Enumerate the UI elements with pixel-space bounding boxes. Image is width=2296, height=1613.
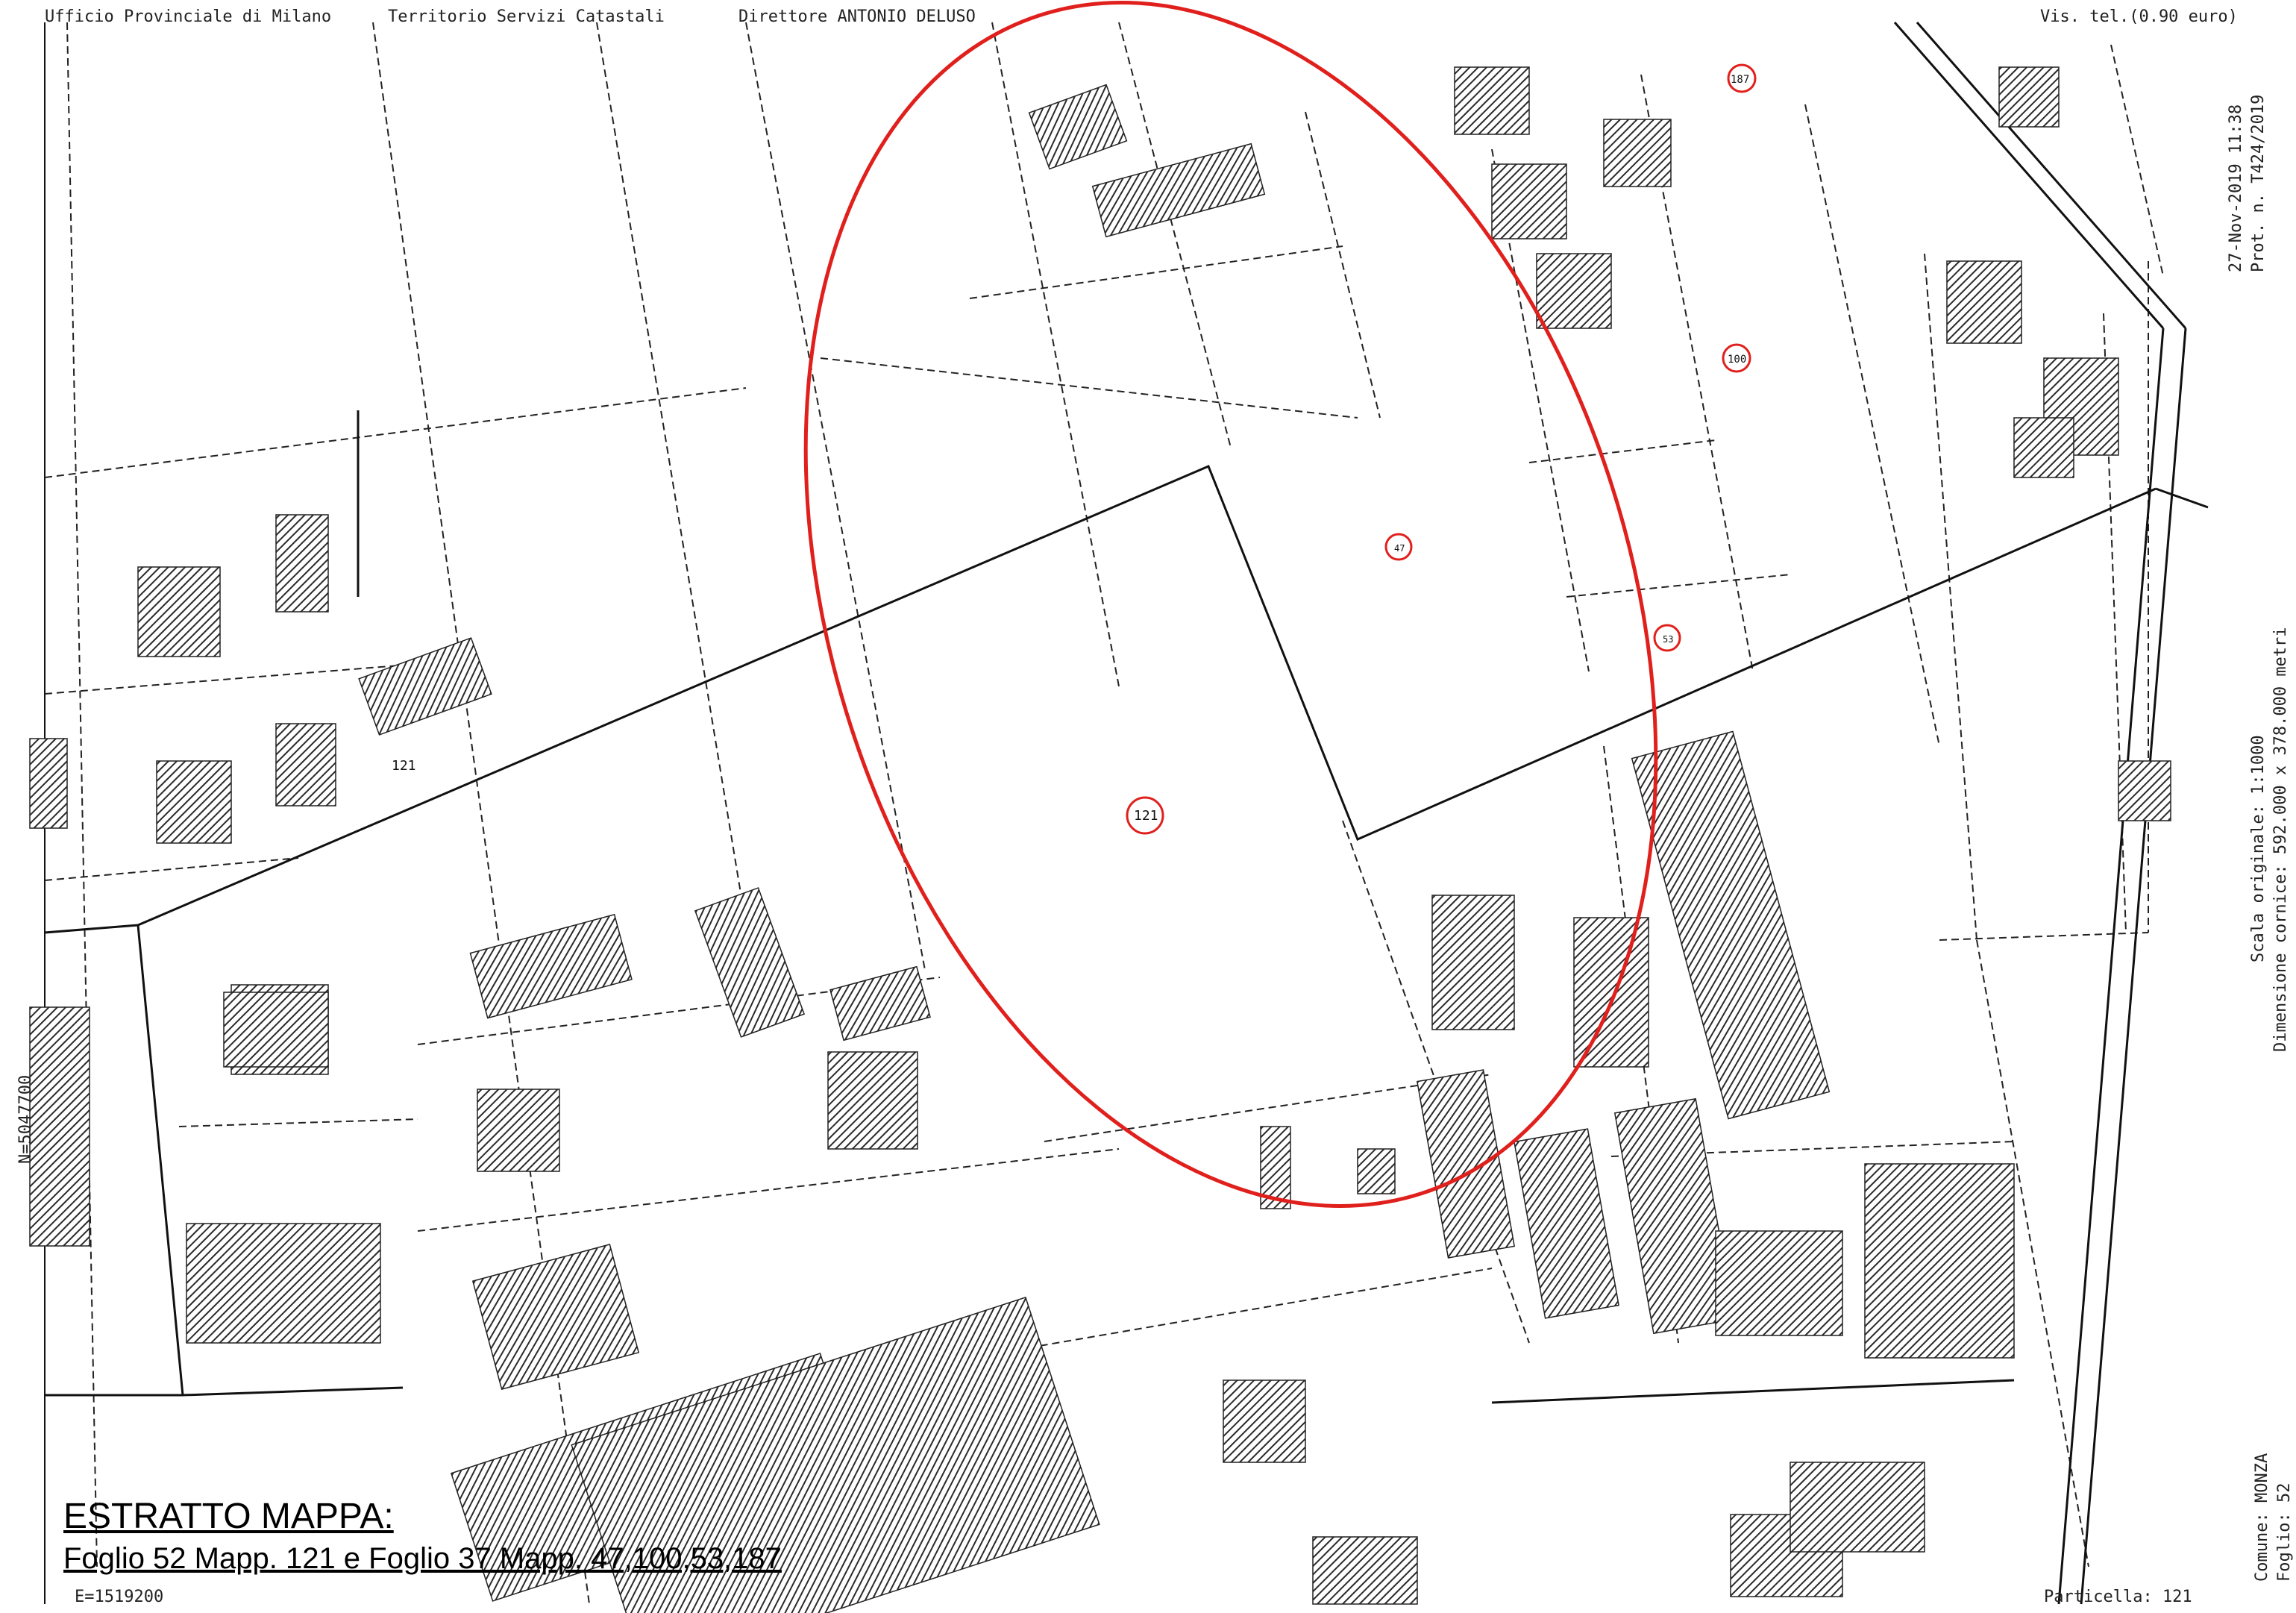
side-dimensions: Dimensione cornice: 592.000 x 378.000 me… bbox=[2271, 627, 2290, 1052]
bottom-particella: Particella: 121 bbox=[2044, 1588, 2192, 1606]
map-subtitle: Foglio 52 Mapp. 121 e Foglio 37 Mapp. 47… bbox=[63, 1542, 782, 1575]
highlight-area-ellipse bbox=[803, 0, 1658, 1209]
side-coord-n: N=5047700 bbox=[16, 1074, 35, 1164]
header-territory: Territorio Servizi Catastali bbox=[388, 7, 665, 26]
marker-53 bbox=[1653, 624, 1681, 652]
side-foglio: Foglio: 52 bbox=[2275, 1482, 2294, 1582]
side-date: 27-Nov-2019 11:38 bbox=[2227, 104, 2245, 272]
marker-47 bbox=[1384, 533, 1413, 561]
side-comune: Comune: MONZA bbox=[2253, 1453, 2271, 1582]
label-parcel-53: 53 bbox=[1663, 634, 1673, 645]
label-parcel-47: 47 bbox=[1394, 543, 1405, 554]
side-scale: Scala originale: 1:1000 bbox=[2249, 735, 2268, 962]
marker-121 bbox=[1126, 796, 1164, 835]
header-office: Ufficio Provinciale di Milano bbox=[45, 7, 332, 26]
parcel-markers bbox=[1126, 63, 1757, 835]
label-parcel-187: 187 bbox=[1731, 74, 1749, 86]
map-title: ESTRATTO MAPPA: bbox=[63, 1497, 394, 1536]
buildings bbox=[29, 66, 2171, 1613]
marker-187 bbox=[1727, 63, 1757, 93]
label-parcel-121-left: 121 bbox=[392, 758, 416, 774]
parcel-boundaries bbox=[44, 22, 2164, 1605]
label-parcel-100: 100 bbox=[1728, 354, 1746, 366]
label-parcel-121: 121 bbox=[1134, 808, 1158, 824]
header-visura: Vis. tel.(0.90 euro) bbox=[2040, 7, 2238, 26]
main-boundaries bbox=[44, 22, 2209, 1605]
side-protocol: Prot. n. T424/2019 bbox=[2249, 94, 2268, 272]
bottom-coord-e: E=1519200 bbox=[75, 1588, 164, 1606]
marker-100 bbox=[1722, 343, 1751, 373]
header-director: Direttore ANTONIO DELUSO bbox=[738, 7, 976, 26]
